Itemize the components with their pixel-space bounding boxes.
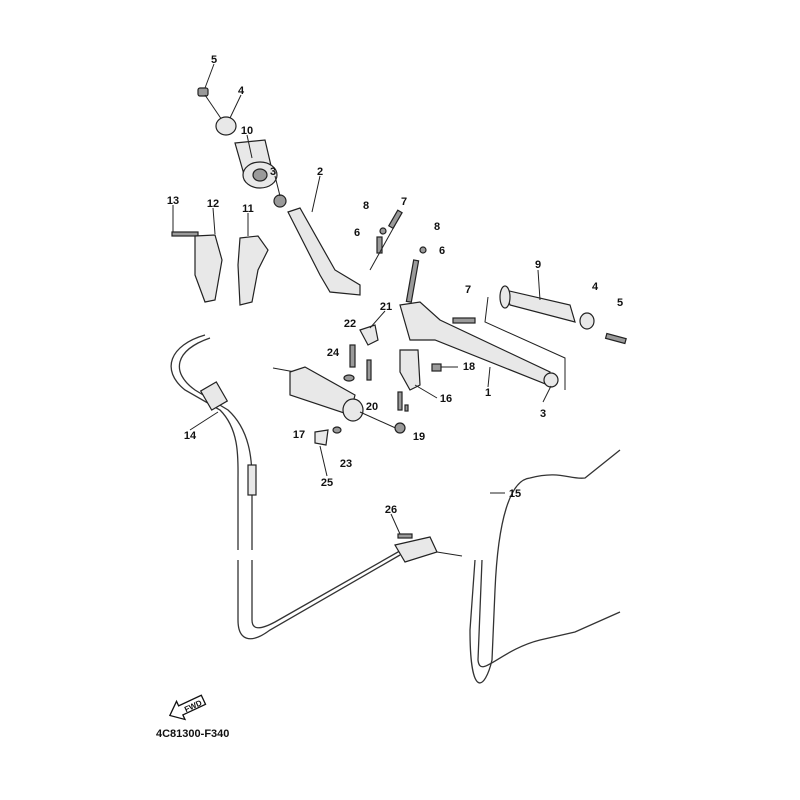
fwd-arrow-icon: FWD [168,694,207,721]
bolt-6b [405,259,420,303]
holder-12 [194,234,223,303]
callout: 8 [363,200,369,212]
steering-damper-parts [272,324,442,446]
callout: 26 [385,504,397,516]
bolt-20b [397,391,403,411]
callout: 6 [354,227,360,239]
screw-13 [171,231,199,237]
bracket-21 [359,324,379,346]
callout: 7 [401,196,407,208]
callout: 6 [439,245,445,257]
throttle-cables-14 [170,334,463,640]
washer-8 [379,227,387,235]
callout: 10 [241,125,253,137]
end-weight-4b [579,312,595,330]
callout: 1 [485,387,491,399]
callout: 9 [535,259,541,271]
bolt-7 [387,209,403,230]
callout: 15 [509,488,521,500]
callout: 4 [592,281,599,293]
holder-11 [237,235,269,306]
screw-5 [197,87,209,97]
callout: 17 [293,429,305,441]
callout: 21 [380,301,392,313]
callout: 19 [413,431,425,443]
callout: 12 [207,198,219,210]
callout: 13 [167,195,179,207]
callout: 7 [465,284,471,296]
screw-5b [604,332,627,345]
callout-labels: 5 4 10 3 2 8 7 6 8 6 13 12 11 21 22 24 1… [167,54,623,516]
callout: 25 [321,477,333,489]
collar-3 [273,194,287,208]
fwd-label: FWD [183,698,204,714]
callout: 2 [317,166,323,178]
callout: 8 [434,221,440,233]
washer-24 [343,374,355,382]
callout: 14 [184,430,197,442]
bolt-26 [397,533,413,539]
pin-19 [404,404,409,412]
callout: 3 [540,408,546,420]
callout: 11 [242,203,254,215]
washer-8b [419,246,427,254]
callout: 3 [270,166,276,178]
clip-25 [314,429,329,446]
callout: 5 [617,297,623,309]
bolt-20a [366,359,372,381]
callout: 20 [366,401,378,413]
right-handlebar-parts [399,246,627,390]
clutch-cable-15 [469,449,621,684]
callout: 16 [440,393,452,405]
callout: 22 [344,318,356,330]
callout: 18 [463,361,475,373]
callout: 23 [340,458,352,470]
handlebar-left-2 [287,207,361,296]
bolt-22 [349,344,356,368]
part-code: 4C81300-F340 [156,728,229,740]
nut-18 [431,363,442,372]
bolt-7b [452,317,476,324]
bracket-16 [399,349,421,391]
left-grip-parts [171,87,403,306]
callout: 5 [211,54,217,66]
end-weight-4 [215,116,237,136]
collar-3b [543,372,559,388]
callout: 24 [327,347,340,359]
nut-23 [332,426,342,434]
callout: 4 [238,85,245,97]
